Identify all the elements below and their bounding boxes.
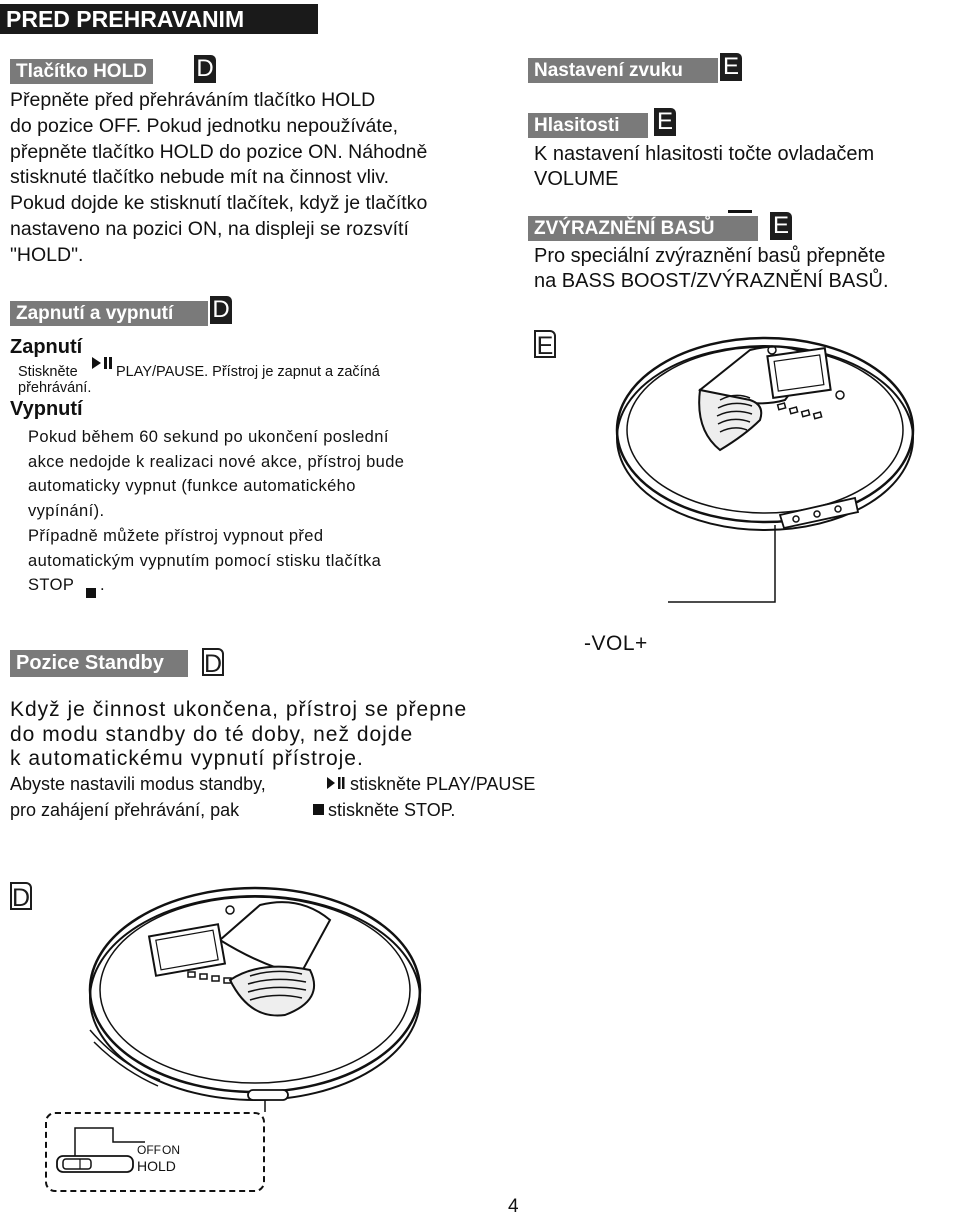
page-title: PRED PREHRAVANIM [0, 4, 318, 34]
power-badge: D [210, 296, 232, 324]
play-pause-icon [327, 777, 345, 789]
switch-off-label: OFF [137, 1143, 161, 1157]
volume-text: K nastavení hlasitosti točte ovladačem V… [534, 143, 875, 190]
hold-text: Přepněte před přehráváním tlačítko HOLD … [10, 89, 428, 266]
hold-heading: Tlačítko HOLD [10, 59, 153, 84]
bass-badge: E [770, 212, 792, 240]
standby-line2b: stiskněte STOP. [328, 800, 456, 820]
figure-e-badge: E [534, 330, 556, 360]
standby-badge: D [202, 648, 224, 678]
hold-badge: D [194, 55, 216, 83]
sound-heading: Nastavení zvuku [528, 58, 718, 83]
power-on-text-a: Stiskněte [18, 364, 78, 380]
bass-mark [728, 210, 752, 213]
power-off-text-2: Případně můžete přístroj vypnout před au… [28, 527, 382, 570]
sound-badge: E [720, 53, 742, 81]
standby-line2a: pro zahájení přehrávání, pak [10, 800, 240, 820]
standby-text: Když je činnost ukončena, přístroj se př… [10, 698, 468, 770]
figure-d-badge: D [10, 882, 32, 912]
cd-player-figure-e [615, 336, 915, 603]
power-on-title: Zapnutí [10, 336, 83, 358]
standby-heading: Pozice Standby [10, 650, 188, 677]
stop-icon [86, 588, 96, 598]
switch-on-label: ON [162, 1143, 180, 1157]
power-on-text-b: PLAY/PAUSE. Přístroj je zapnut a začíná [116, 364, 380, 380]
hold-switch-inset [45, 1112, 265, 1192]
vol-label: -VOL+ [584, 632, 648, 655]
bass-text: Pro speciální zvýraznění basů přepněte n… [534, 245, 889, 292]
power-off-text-3: STOP [28, 576, 75, 594]
stop-icon [313, 804, 324, 815]
page-number: 4 [508, 1196, 519, 1217]
power-off-text-1: Pokud během 60 sekund po ukončení posled… [28, 428, 405, 520]
standby-line1a: Abyste nastavili modus standby, [10, 774, 266, 794]
bass-heading: ZVÝRAZNĚNÍ BASŮ [528, 216, 758, 241]
hold-switch-icon [56, 1127, 145, 1173]
power-heading: Zapnutí a vypnutí [10, 301, 208, 326]
switch-hold-label: HOLD [137, 1158, 176, 1174]
power-off-title: Vypnutí [10, 398, 83, 420]
play-pause-icon [92, 357, 112, 369]
volume-heading: Hlasitosti [528, 113, 648, 138]
cd-player-figure-d [88, 886, 422, 1112]
power-off-text-4: . [100, 576, 105, 594]
power-on-text-c: přehrávání. [18, 380, 92, 396]
standby-line1b: stiskněte PLAY/PAUSE [350, 774, 536, 794]
volume-badge: E [654, 108, 676, 136]
